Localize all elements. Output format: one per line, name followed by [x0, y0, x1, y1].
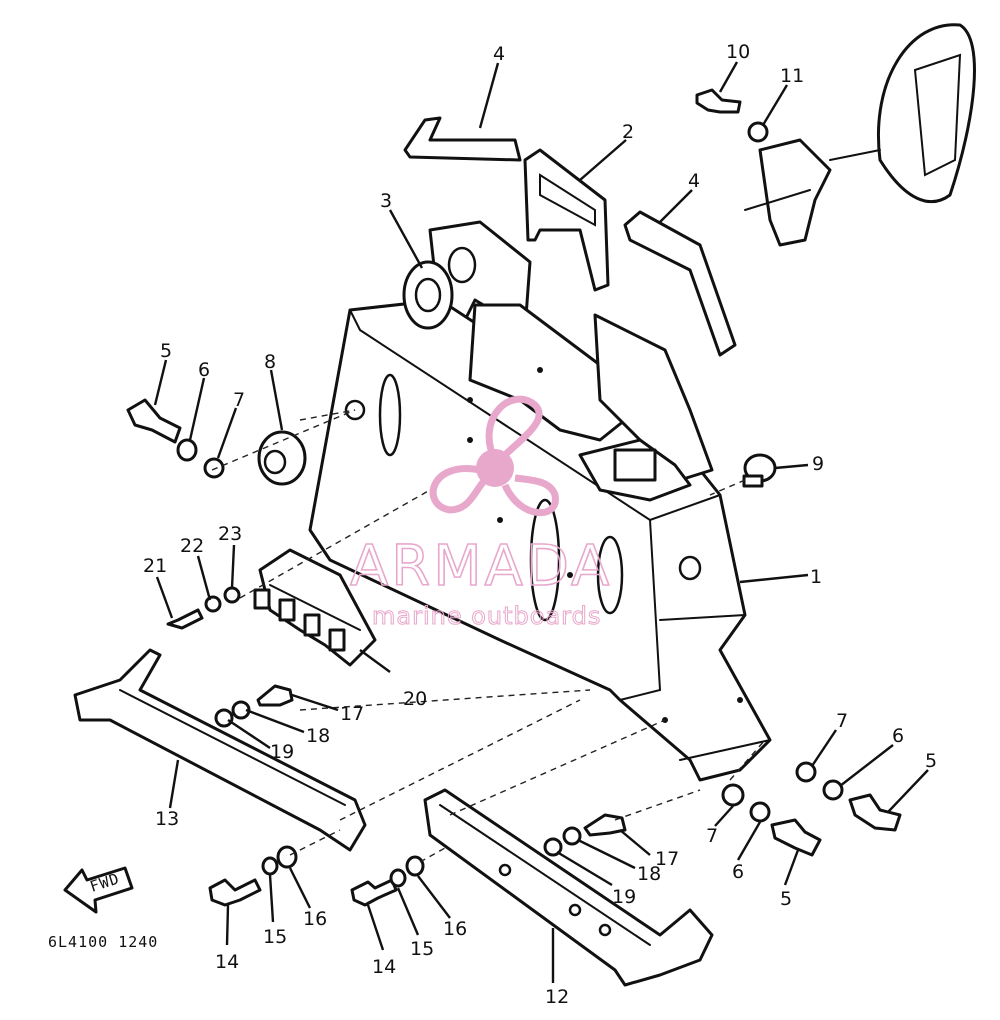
forward-arrow-icon: FWD — [63, 866, 134, 914]
bolt-21 — [166, 608, 204, 630]
bolt-17-left — [256, 684, 294, 707]
callout-8: 8 — [264, 351, 276, 373]
callout-23: 23 — [218, 523, 242, 545]
callout-14-left: 14 — [215, 951, 239, 973]
callout-19-right: 19 — [612, 886, 636, 908]
callout-2: 2 — [622, 121, 634, 143]
callout-12: 12 — [545, 986, 569, 1008]
callout-6-right-upper: 6 — [892, 725, 904, 747]
callout-16-right: 16 — [443, 918, 467, 940]
callout-16-left: 16 — [303, 908, 327, 930]
callout-17-left: 17 — [340, 703, 364, 725]
callout-20: 20 — [403, 688, 427, 710]
part-20-holder — [253, 548, 377, 667]
washer-6-right-upper — [822, 779, 844, 801]
callout-4-right: 4 — [688, 170, 700, 192]
callout-5-right-lower: 5 — [780, 888, 792, 910]
drawing-code: 6L4100 1240 — [48, 933, 158, 951]
bolt-5-left — [126, 398, 182, 444]
assembly-lines — [211, 409, 766, 863]
callout-4-upper: 4 — [493, 43, 505, 65]
part-9-plug — [742, 453, 777, 488]
callout-19-left: 19 — [270, 741, 294, 763]
handle-lever-assembly — [695, 23, 976, 247]
washer-15-left — [261, 856, 279, 876]
callout-14-right: 14 — [372, 956, 396, 978]
washer-6-right-lower — [749, 801, 771, 823]
watermark-brand: ARMADA — [350, 534, 612, 599]
washer-7-left — [203, 457, 225, 479]
part-4-pad-right — [623, 210, 737, 357]
callout-5-right-upper: 5 — [925, 750, 937, 772]
callout-3: 3 — [380, 190, 392, 212]
washer-15-right — [389, 868, 407, 888]
callout-21: 21 — [143, 555, 167, 577]
callout-5-left: 5 — [160, 340, 172, 362]
callout-6-right-lower: 6 — [732, 861, 744, 883]
propeller-blade-left — [429, 465, 488, 514]
washer-18-right — [562, 826, 582, 846]
washer-16-right — [405, 855, 425, 877]
callout-9: 9 — [812, 453, 824, 475]
callout-10: 10 — [726, 41, 750, 63]
propeller-logo — [429, 395, 559, 517]
part-4-pad-upper — [403, 116, 522, 162]
part-8-bushing — [257, 430, 307, 486]
callout-7-left: 7 — [233, 389, 245, 411]
callout-6-left: 6 — [198, 359, 210, 381]
watermark-tagline: marine outboards — [372, 602, 601, 630]
washer-19-right — [543, 837, 563, 857]
callout-1: 1 — [810, 566, 822, 588]
propeller-blade-right — [501, 474, 559, 517]
callout-labels: 1 2 3 4 4 5 5 5 6 6 6 7 7 7 8 9 10 11 12… — [143, 41, 937, 1008]
clamp-bracket-body — [308, 220, 772, 782]
propeller-blade-top — [485, 395, 543, 462]
washer-22 — [204, 595, 222, 613]
washer-6-left — [176, 438, 198, 462]
part-2-plate — [523, 148, 610, 292]
washer-23 — [223, 586, 241, 604]
bolt-5-right-upper — [848, 793, 902, 832]
washer-7-right-lower — [721, 783, 745, 807]
callout-15-left: 15 — [263, 926, 287, 948]
part-13-clamp-rail — [73, 648, 367, 852]
watermark: ARMADA marine outboards — [349, 395, 612, 631]
callout-11: 11 — [780, 65, 804, 87]
bolt-14-left — [208, 878, 262, 907]
washer-19-left — [214, 708, 234, 728]
part-3-bushing — [402, 260, 454, 330]
callout-leaders — [153, 61, 929, 983]
part-12-clamp-rail — [423, 788, 714, 987]
callout-18-left: 18 — [306, 725, 330, 747]
callout-22: 22 — [180, 535, 204, 557]
callout-13: 13 — [155, 808, 179, 830]
callout-15-right: 15 — [410, 938, 434, 960]
washer-7-right-upper — [795, 761, 817, 783]
callout-7-right-lower: 7 — [706, 825, 718, 847]
bolt-14-right — [350, 878, 398, 907]
callout-7-right-upper: 7 — [836, 710, 848, 732]
callout-17-right: 17 — [655, 848, 679, 870]
washer-16-left — [276, 845, 298, 869]
bolt-5-right-lower — [770, 818, 822, 857]
propeller-hub — [476, 449, 514, 487]
callout-18-right: 18 — [637, 863, 661, 885]
